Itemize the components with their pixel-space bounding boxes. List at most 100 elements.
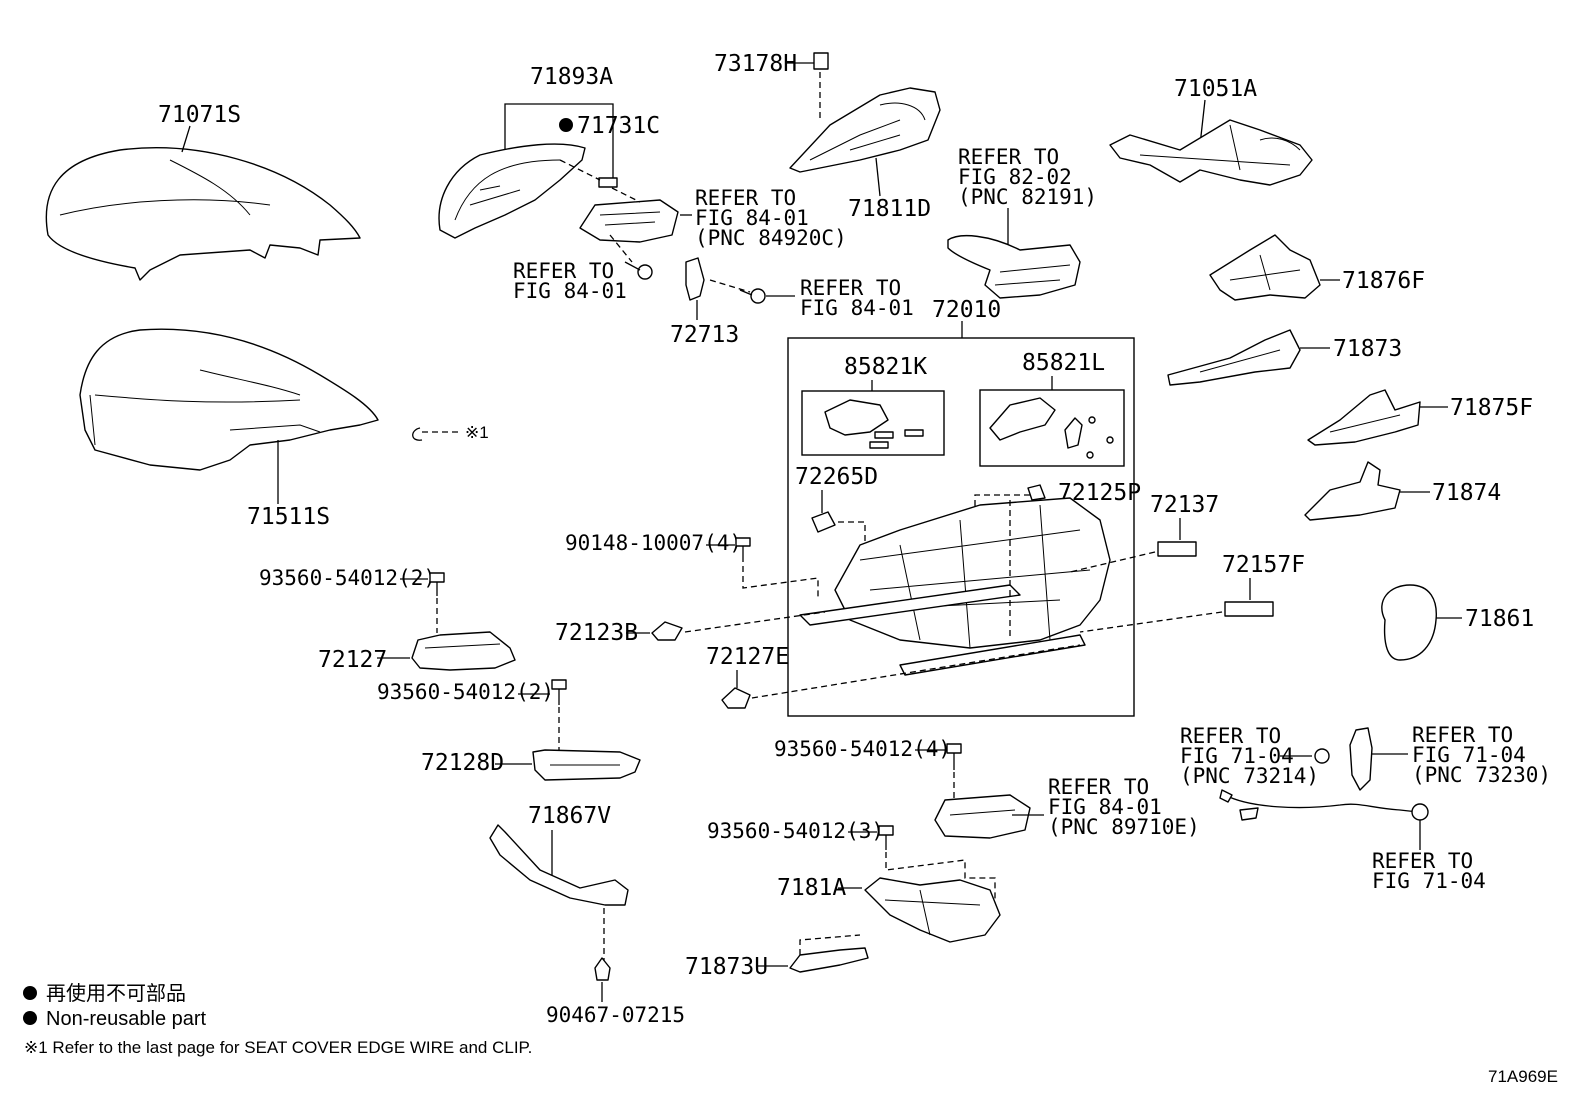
seat-frame-7181A[interactable]	[864, 877, 1001, 943]
leader-72123B-dash	[684, 611, 826, 633]
figure-code: 71A969E	[1488, 1067, 1558, 1086]
cover-72127-part[interactable]	[411, 631, 516, 671]
label-71875F: 71875F	[1450, 395, 1533, 421]
label-71511S: 71511S	[247, 504, 330, 530]
label-71873: 71873	[1333, 336, 1402, 362]
clip-90467-icon[interactable]	[594, 957, 611, 981]
ref-84920C: REFER TO FIG 84-01 (PNC 84920C)	[695, 186, 847, 250]
leader-71873U-dash	[799, 934, 861, 955]
label-73178H: 73178H	[714, 51, 797, 77]
bracket-71876F[interactable]	[1209, 234, 1321, 301]
cover-72127E[interactable]	[721, 687, 751, 709]
bracket-71875F[interactable]	[1307, 389, 1421, 446]
grommet-icon[interactable]	[1314, 748, 1330, 764]
label-71071S: 71071S	[158, 102, 241, 128]
cover-72137[interactable]	[1157, 541, 1197, 557]
legend-footnote: ※1 Refer to the last page for SEAT COVER…	[24, 1038, 532, 1057]
legend-bullet-icon	[23, 986, 37, 1000]
cover-72123B[interactable]	[651, 621, 683, 641]
bracket-71867V[interactable]	[489, 824, 629, 906]
label-72128D: 72128D	[421, 750, 504, 776]
seat-cushion-pad[interactable]	[79, 328, 379, 471]
bracket-71873U[interactable]	[789, 947, 869, 973]
label-71867V: 71867V	[528, 803, 611, 829]
leader-90148-dash	[742, 566, 819, 600]
label-71874: 71874	[1432, 480, 1501, 506]
bracket-72713[interactable]	[685, 257, 705, 301]
label-85821K: 85821K	[844, 354, 927, 380]
label-71876F: 71876F	[1342, 268, 1425, 294]
bracket-71874[interactable]	[1304, 461, 1401, 521]
bolt-icon[interactable]	[429, 572, 445, 596]
edge-wire-clip-icon	[412, 427, 423, 441]
cap-71861[interactable]	[1381, 584, 1437, 661]
bolt-icon[interactable]	[946, 743, 962, 770]
label-93560-d: 93560-54012(3)	[707, 819, 884, 843]
bolt-icon[interactable]	[551, 679, 567, 705]
motor-85821K-box	[801, 390, 945, 456]
label-72123B: 72123B	[555, 620, 638, 646]
label-85821L: 85821L	[1022, 350, 1105, 376]
label-71051A: 71051A	[1174, 76, 1257, 102]
bracket-71873[interactable]	[1167, 329, 1301, 386]
legend-en: Non-reusable part	[46, 1008, 207, 1030]
leader-72265D-dash	[838, 521, 866, 545]
label-71873U: 71873U	[685, 954, 768, 980]
seat-ecu[interactable]	[934, 794, 1031, 839]
motor-85821L-box	[979, 389, 1125, 467]
label-90148: 90148-10007(4)	[565, 531, 742, 555]
ref-fig-84-01-b: REFER TO FIG 84-01	[800, 276, 914, 320]
leader-72137-dash	[1069, 551, 1156, 573]
label-72010: 72010	[932, 297, 1001, 323]
leader-71071S	[181, 125, 191, 153]
clip-72265D[interactable]	[811, 511, 836, 533]
seat-motor-85821K[interactable]	[824, 399, 924, 449]
screw-icon[interactable]	[739, 288, 766, 304]
leader-switch	[611, 187, 641, 203]
seat-cushion-frame[interactable]	[1109, 119, 1313, 186]
label-72127: 72127	[318, 647, 387, 673]
clip-72125P[interactable]	[1027, 484, 1046, 501]
side-shield-cover[interactable]	[438, 143, 586, 239]
non-reusable-bullet-icon	[559, 118, 573, 132]
seat-belt-buckle-harness[interactable]	[1219, 727, 1419, 821]
bolt-icon[interactable]	[878, 825, 894, 850]
clip-73178H[interactable]	[813, 52, 829, 70]
nut-icon[interactable]	[1411, 803, 1429, 821]
legend-jp: 再使用不可部品	[46, 982, 186, 1005]
ref-89710E: REFER TO FIG 84-01 (PNC 89710E)	[1048, 775, 1200, 839]
leader-screw-b	[709, 279, 751, 293]
bolt-icon[interactable]	[735, 537, 751, 562]
label-93560-c: 93560-54012(4)	[774, 737, 951, 761]
leader-71811D	[875, 157, 881, 197]
seat-motor-85821L[interactable]	[989, 397, 1114, 459]
leader-72157F-dash	[1079, 611, 1223, 633]
label-71861: 71861	[1465, 606, 1534, 632]
ref-fig-84-01-a: REFER TO FIG 84-01	[513, 259, 627, 303]
cushion-shield-71811D[interactable]	[789, 87, 941, 173]
label-72137: 72137	[1150, 492, 1219, 518]
leader-72125P-dash	[974, 494, 1030, 510]
seat-cushion-cover[interactable]	[45, 147, 361, 281]
label-72157F: 72157F	[1222, 552, 1305, 578]
wire-harness-82191[interactable]	[947, 235, 1081, 299]
label-clip: ※1	[465, 423, 489, 442]
label-7181A: 7181A	[777, 875, 846, 901]
clip-71731C[interactable]	[598, 177, 618, 188]
label-90467: 90467-07215	[546, 1003, 685, 1027]
cover-72157F[interactable]	[1224, 601, 1274, 617]
seat-adjuster-group-box	[787, 337, 1135, 717]
cover-72128D-part[interactable]	[532, 749, 641, 781]
leader-screw-a	[609, 234, 633, 263]
label-93560-a: 93560-54012(2)	[259, 566, 436, 590]
leader-clip-71731C	[559, 159, 601, 181]
seat-adjuster-track-frame[interactable]	[799, 497, 1111, 676]
screw-icon[interactable]	[624, 261, 653, 280]
label-72713: 72713	[670, 322, 739, 348]
seat-switch-assembly[interactable]	[579, 199, 679, 243]
label-71893A: 71893A	[530, 64, 613, 90]
leader-72127E-dash	[751, 644, 1081, 699]
label-72127E: 72127E	[706, 644, 789, 670]
ref-82191: REFER TO FIG 82-02 (PNC 82191)	[958, 145, 1097, 209]
